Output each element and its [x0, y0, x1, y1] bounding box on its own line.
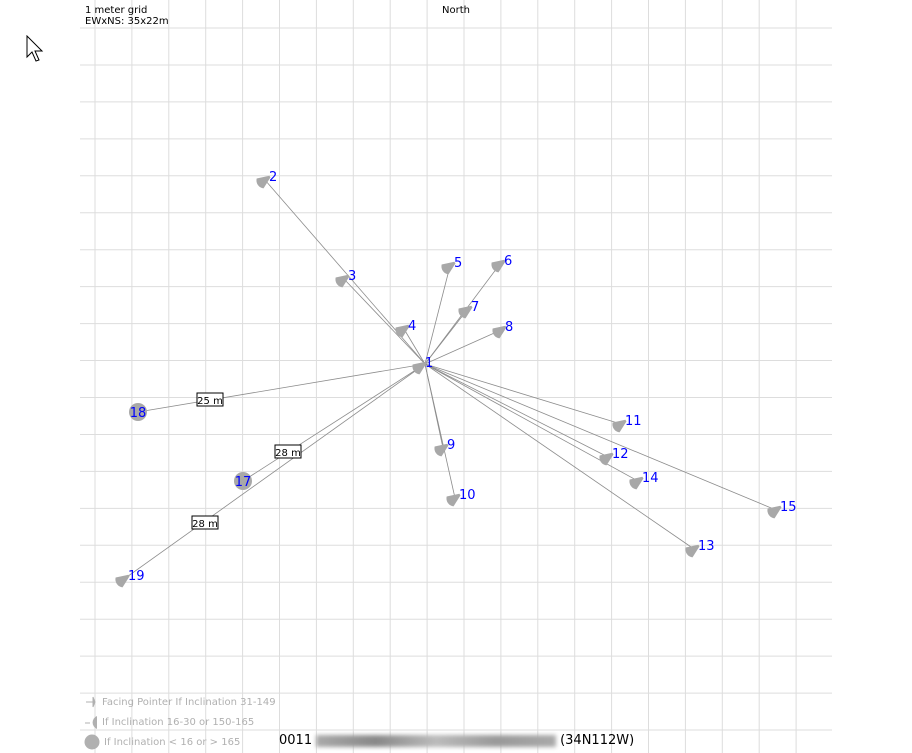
pointer-shape: [446, 493, 461, 507]
node-label: 11: [625, 414, 642, 429]
grid-scale-label: 1 meter grid EWxNS: 35x22m: [85, 5, 169, 27]
legend-label: If Inclination 16-30 or 150-165: [102, 716, 255, 728]
node-label: 12: [612, 447, 629, 462]
camera-pointer-icon: [685, 544, 700, 558]
pointer-shape: [492, 325, 507, 339]
node-label: 6: [504, 254, 512, 269]
distance-label-box: [196, 392, 224, 407]
pointer-shape: [115, 574, 130, 588]
grid-label: 1 meter grid: [85, 5, 148, 16]
redacted-site-name: [316, 734, 557, 747]
camera-pointer-icon: [458, 305, 473, 319]
legend-item-pointer: Facing Pointer If Inclination 31-149: [84, 696, 276, 708]
pointer-shape: [441, 261, 456, 275]
distance-label: 28 m: [275, 448, 301, 459]
node-label: 4: [408, 319, 416, 334]
camera-pointer-icon: [492, 325, 507, 339]
north-label: North: [442, 5, 470, 16]
distance-label: 25 m: [197, 396, 223, 407]
node-label: 19: [128, 569, 145, 584]
camera-pointer-icon: [412, 361, 427, 375]
node-label: 1: [425, 356, 433, 371]
camera-pointer-icon: [441, 261, 456, 275]
full-disc-icon: [84, 734, 100, 750]
distance-label-box: [191, 515, 219, 530]
node-label: 8: [505, 320, 513, 335]
link-line: [424, 363, 609, 458]
node-label: 7: [471, 300, 479, 315]
legend-item-full-disc: If Inclination < 16 or > 165: [84, 734, 240, 750]
link-line: [424, 265, 451, 365]
link-line: [123, 363, 426, 580]
pointer-shape: [685, 544, 700, 558]
site-coords: (34N112W): [560, 733, 635, 748]
mouse-cursor-icon: [26, 35, 44, 62]
link-line: [424, 309, 468, 365]
camera-pointer-icon: [335, 274, 350, 288]
camera-pointer-icon: [629, 476, 644, 490]
pointer-shape: [612, 419, 627, 433]
legend-label: Facing Pointer If Inclination 31-149: [102, 696, 276, 708]
legend-label: If Inclination < 16 or > 165: [104, 736, 241, 748]
site-code: 0011: [279, 733, 313, 748]
half-disc-icon: [85, 716, 97, 729]
camera-pointer-icon: [446, 493, 461, 507]
camera-pointer-icon: [256, 175, 271, 189]
link-line: [424, 363, 456, 499]
node-label: 13: [698, 539, 715, 554]
node-label: 5: [454, 256, 462, 271]
camera-pointer-icon: [612, 419, 627, 433]
node-label: 15: [780, 500, 797, 515]
pointer-shape: [491, 259, 506, 273]
facing-pointer-icon: [86, 696, 96, 708]
camera-pointer-icon: [434, 443, 449, 457]
node-label: 10: [459, 488, 476, 503]
node-label: 2: [269, 170, 277, 185]
distance-label: 28 m: [192, 519, 218, 530]
camera-pointer-icon: [115, 574, 130, 588]
camera-disc-icon: [234, 472, 252, 490]
distance-label-box: [274, 444, 302, 459]
link-line: [403, 328, 426, 365]
pointer-shape: [434, 443, 449, 457]
link-line: [424, 329, 502, 365]
pointer-shape: [256, 175, 271, 189]
camera-pointer-icon: [395, 324, 410, 338]
camera-disc-icon: [129, 403, 147, 421]
link-line: [137, 363, 426, 413]
camera-pointer-icon: [491, 259, 506, 273]
pointer-shape: [395, 324, 410, 338]
link-line: [424, 363, 695, 550]
node-label: 18: [130, 406, 147, 421]
legend-item-half-disc: If Inclination 16-30 or 150-165: [84, 715, 254, 729]
pointer-shape: [458, 305, 473, 319]
camera-pointer-icon: [767, 505, 782, 519]
pointer-shape: [767, 505, 782, 519]
link-line: [424, 363, 777, 511]
pointer-shape: [599, 452, 614, 466]
pointer-shape: [629, 476, 644, 490]
node-label: 3: [348, 269, 356, 284]
link-line: [343, 278, 426, 365]
node-label: 17: [235, 475, 252, 490]
camera-pointer-icon: [599, 452, 614, 466]
pointer-shape: [412, 361, 427, 375]
link-line: [424, 363, 622, 425]
site-footer: 0011 (34N112W): [279, 733, 634, 748]
dimensions-label: EWxNS: 35x22m: [85, 16, 169, 27]
node-label: 9: [447, 438, 455, 453]
node-label: 14: [642, 471, 659, 486]
pointer-shape: [335, 274, 350, 288]
link-line: [242, 363, 426, 482]
